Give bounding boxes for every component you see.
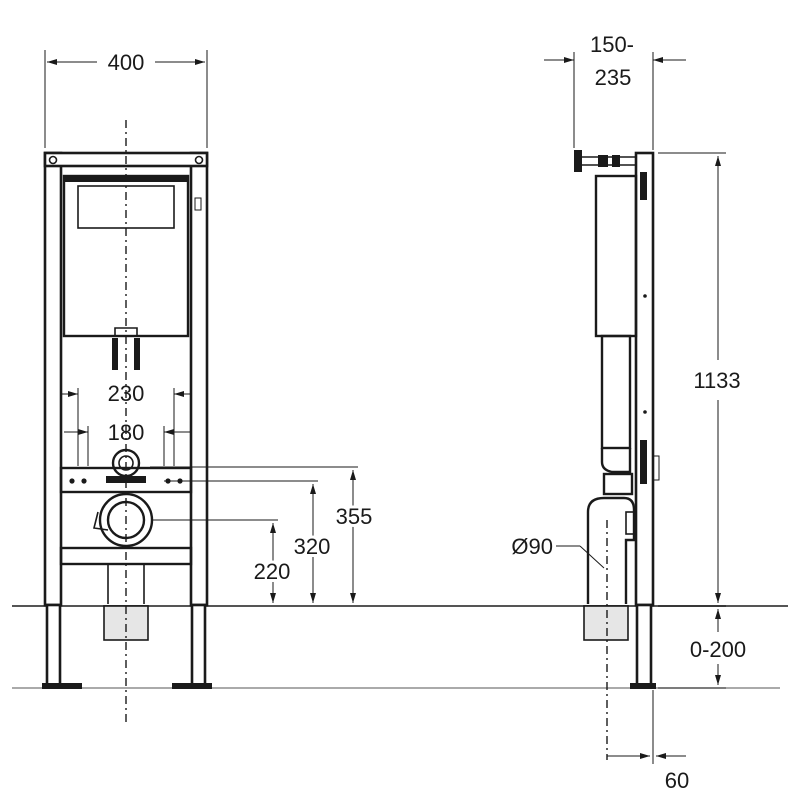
right-leg <box>190 603 207 687</box>
side-inlet-elbow <box>602 472 634 496</box>
side-clip <box>652 455 660 481</box>
dimension-355-label: 355 <box>336 504 373 529</box>
side-foot <box>630 683 656 689</box>
side-hole <box>643 294 647 298</box>
dimension-0-200-label: 0-200 <box>690 637 746 662</box>
front-view <box>42 120 212 722</box>
side-drain-elbow <box>586 496 636 604</box>
bolt-hole <box>81 478 87 484</box>
water-pipe-left <box>112 338 118 370</box>
diameter-label: Ø90 <box>511 534 553 559</box>
drain-lug <box>93 511 109 531</box>
side-clamp-mid <box>640 440 647 484</box>
bolt-icon <box>48 155 58 165</box>
side-hole <box>643 410 647 414</box>
side-flush-pipe <box>600 334 632 450</box>
water-pipe-right <box>134 338 140 370</box>
anchor-nut <box>612 155 620 167</box>
side-post <box>634 151 655 607</box>
side-view <box>574 150 660 760</box>
right-post <box>189 151 209 607</box>
side-flush-connector <box>600 448 632 474</box>
dimension-220-label: 220 <box>254 559 291 584</box>
dimension-60-label: 60 <box>665 768 689 793</box>
dimension-230-label: 230 <box>108 381 145 406</box>
front-dimensions: 400 230 180 355 320 220 <box>44 50 375 603</box>
side-valve <box>194 197 202 211</box>
leader-line <box>579 545 605 569</box>
right-foot <box>172 683 212 689</box>
side-drain-lug <box>625 511 637 535</box>
left-leg <box>45 603 62 687</box>
dimension-235-label: 235 <box>595 65 632 90</box>
side-clamp-top <box>640 172 647 200</box>
inlet-clamp <box>106 476 146 483</box>
dimension-1133-label: 1133 <box>693 368 740 393</box>
side-leg <box>635 603 653 687</box>
dimension-150-label: 150- <box>590 32 634 57</box>
dimension-400-label: 400 <box>108 50 145 75</box>
left-post <box>43 151 63 607</box>
anchor-nut <box>598 155 608 167</box>
wall-anchor-plate <box>574 150 582 172</box>
flush-pipe-head <box>114 327 138 336</box>
bolt-icon <box>194 155 204 165</box>
left-foot <box>42 683 82 689</box>
side-drain-stub <box>583 605 629 641</box>
dimension-180-label: 180 <box>108 420 145 445</box>
dimension-320-label: 320 <box>294 534 331 559</box>
side-cistern <box>594 174 638 338</box>
side-dimensions: 150- 235 1133 0-200 60 Ø90 <box>511 32 746 793</box>
bolt-hole <box>69 478 75 484</box>
